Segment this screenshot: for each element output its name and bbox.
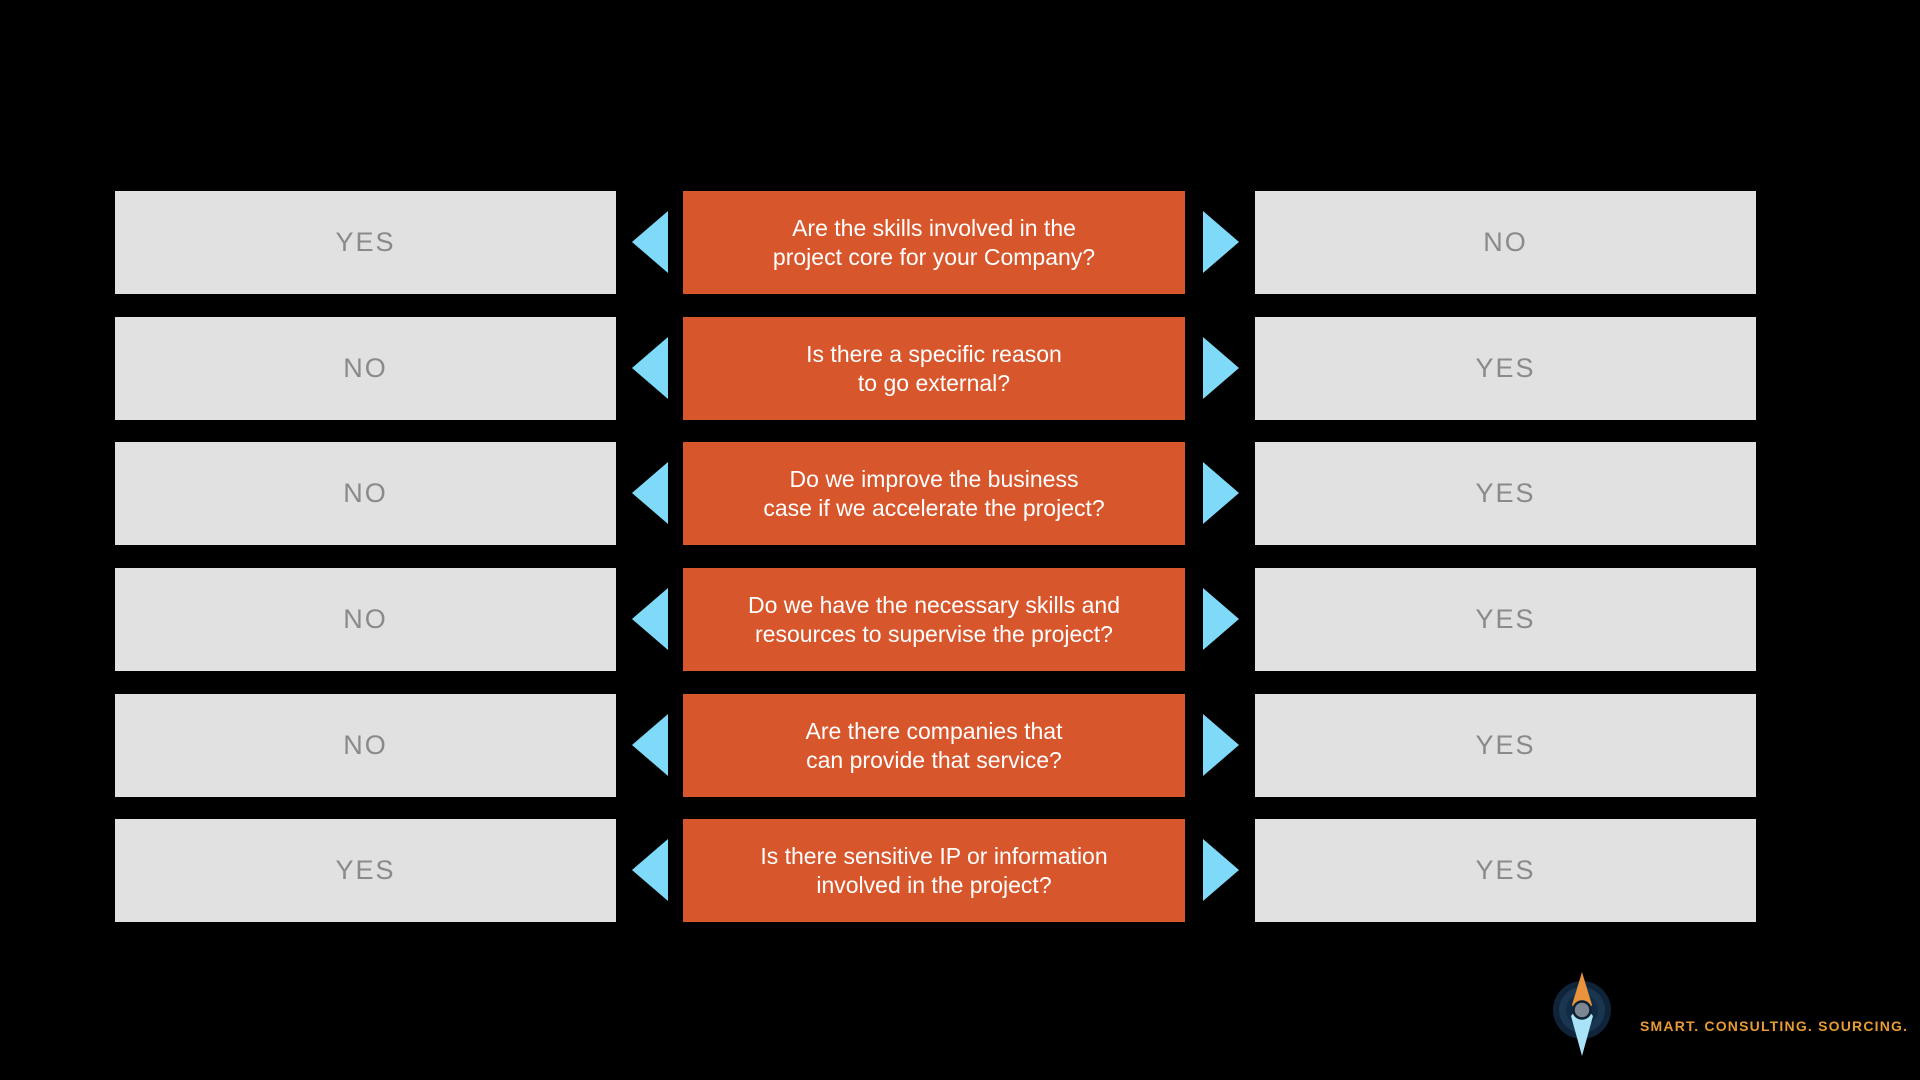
- compass-logo-icon: [1553, 972, 1611, 1056]
- answer-label: NO: [1483, 227, 1528, 257]
- answer-label: NO: [343, 604, 388, 634]
- question-box: Are the skills involved in the project c…: [683, 191, 1185, 294]
- arrow-left-icon: [632, 588, 668, 650]
- question-box: Are there companies that can provide tha…: [683, 694, 1185, 797]
- arrow-left-icon: [632, 714, 668, 776]
- flow-row-5: NO Are there companies that can provide …: [0, 694, 1920, 797]
- answer-box-left: NO: [115, 317, 616, 420]
- answer-box-right: NO: [1255, 191, 1756, 294]
- answer-label: YES: [335, 855, 396, 885]
- answer-box-right: YES: [1255, 442, 1756, 545]
- answer-box-right: YES: [1255, 694, 1756, 797]
- answer-label: YES: [335, 227, 396, 257]
- answer-label: NO: [343, 730, 388, 760]
- arrow-left-icon: [632, 839, 668, 901]
- answer-box-right: YES: [1255, 568, 1756, 671]
- flow-row-6: YES Is there sensitive IP or information…: [0, 819, 1920, 922]
- arrow-right-icon: [1203, 714, 1239, 776]
- question-box: Do we have the necessary skills and reso…: [683, 568, 1185, 671]
- question-text: Are the skills involved in the project c…: [772, 214, 1096, 270]
- arrow-left-icon: [632, 337, 668, 399]
- arrow-right-icon: [1203, 839, 1239, 901]
- answer-label: YES: [1475, 855, 1536, 885]
- answer-box-right: YES: [1255, 317, 1756, 420]
- logo-tagline: SMART. CONSULTING. SOURCING.: [1640, 1018, 1909, 1034]
- answer-label: YES: [1475, 604, 1536, 634]
- flow-row-1: YES Are the skills involved in the proje…: [0, 191, 1920, 294]
- answer-label: YES: [1475, 353, 1536, 383]
- arrow-left-icon: [632, 211, 668, 273]
- flow-row-3: NO Do we improve the business case if we…: [0, 442, 1920, 545]
- answer-box-left: YES: [115, 191, 616, 294]
- answer-label: NO: [343, 353, 388, 383]
- answer-box-left: YES: [115, 819, 616, 922]
- arrow-right-icon: [1203, 337, 1239, 399]
- answer-box-right: YES: [1255, 819, 1756, 922]
- answer-label: YES: [1475, 730, 1536, 760]
- question-text: Is there a specific reason to go externa…: [806, 340, 1062, 396]
- question-text: Are there companies that can provide tha…: [805, 717, 1063, 773]
- question-text: Do we have the necessary skills and reso…: [747, 591, 1121, 647]
- arrow-right-icon: [1203, 211, 1239, 273]
- question-text: Is there sensitive IP or information inv…: [760, 842, 1108, 898]
- flow-row-2: NO Is there a specific reason to go exte…: [0, 317, 1920, 420]
- answer-box-left: NO: [115, 694, 616, 797]
- arrow-right-icon: [1203, 588, 1239, 650]
- answer-box-left: NO: [115, 442, 616, 545]
- question-box: Do we improve the business case if we ac…: [683, 442, 1185, 545]
- flow-row-4: NO Do we have the necessary skills and r…: [0, 568, 1920, 671]
- answer-box-left: NO: [115, 568, 616, 671]
- answer-label: YES: [1475, 478, 1536, 508]
- question-box: Is there a specific reason to go externa…: [683, 317, 1185, 420]
- question-box: Is there sensitive IP or information inv…: [683, 819, 1185, 922]
- arrow-right-icon: [1203, 462, 1239, 524]
- question-text: Do we improve the business case if we ac…: [763, 465, 1105, 521]
- answer-label: NO: [343, 478, 388, 508]
- arrow-left-icon: [632, 462, 668, 524]
